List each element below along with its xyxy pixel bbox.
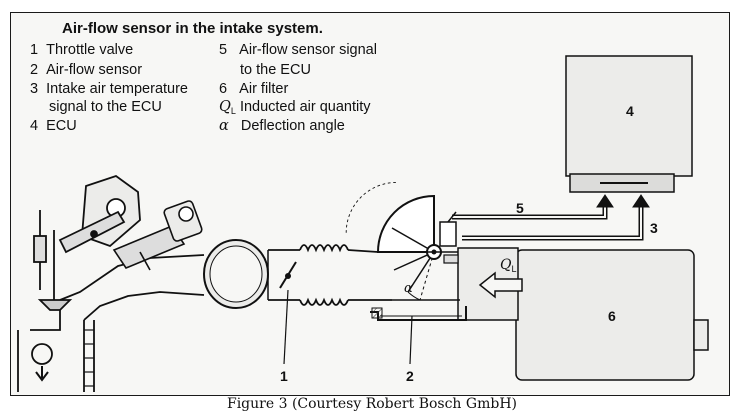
label-air-filter: 6 (608, 308, 616, 324)
legend-num: 5 (219, 42, 228, 58)
camshaft-cover (58, 174, 141, 254)
legend-text: ECU (46, 118, 77, 134)
intake-bellows (268, 244, 392, 306)
label-throttle: 1 (280, 368, 288, 384)
legend-item-2: 2 Air-flow sensor (30, 62, 142, 78)
legend-item-5-line2: to the ECU (240, 62, 311, 78)
legend-text: Air filter (239, 81, 289, 97)
legend-num: 1 (30, 42, 39, 58)
legend-text: Inducted air quantity (239, 99, 371, 115)
figure-caption: Figure 3 (Courtesy Robert Bosch GmbH) (226, 396, 517, 412)
label-ecu: 4 (626, 103, 634, 119)
legend-item-3: 3 Intake air temperature (30, 81, 188, 97)
legend-item-5: 5 Air-flow sensor signal (219, 42, 377, 58)
air-flow-sensor (345, 181, 467, 321)
label-sensor: 2 (406, 368, 414, 384)
legend-text: Throttle valve (46, 42, 134, 58)
legend-item-4: 4 ECU (30, 118, 77, 134)
legend-num: 4 (30, 118, 39, 134)
legend-num: 3 (30, 81, 39, 97)
cylinder-wall (31, 329, 94, 387)
flow-subscript: L (511, 264, 517, 274)
throttle-body (203, 239, 297, 309)
legend-symbol: α (219, 118, 229, 134)
legend-text: Intake air temperature (46, 81, 188, 97)
fuel-injector (112, 200, 203, 271)
label-signal-5: 5 (516, 200, 524, 216)
legend-text: Air-flow sensor (46, 62, 143, 78)
flow-symbol: Q (500, 257, 512, 273)
engine-head (17, 210, 205, 392)
legend-item-alpha: α Deflection angle (219, 118, 345, 134)
legend-text: Deflection angle (240, 118, 345, 134)
legend-subscript: L (230, 106, 236, 116)
diagram-title: Air-flow sensor in the intake system. (62, 20, 323, 37)
signal-lines (452, 194, 650, 241)
legend-item-3-line2: signal to the ECU (49, 99, 162, 115)
legend-text: Air-flow sensor signal (239, 42, 377, 58)
legend-symbol: Q (219, 99, 231, 115)
legend-item-6: 6 Air filter (219, 81, 288, 97)
legend-num: 2 (30, 62, 39, 78)
legend-num: 6 (219, 81, 228, 97)
ecu-box (565, 55, 693, 193)
label-signal-3: 3 (650, 220, 658, 236)
air-filter (457, 247, 709, 381)
legend-item-ql: QL Inducted air quantity (219, 99, 371, 116)
label-deflection-angle: α (404, 280, 413, 296)
legend-item-1: 1 Throttle valve (30, 42, 133, 58)
leader-lines (283, 289, 413, 365)
label-flow-quantity: QL (500, 256, 517, 274)
angle-symbol: α (404, 281, 413, 296)
